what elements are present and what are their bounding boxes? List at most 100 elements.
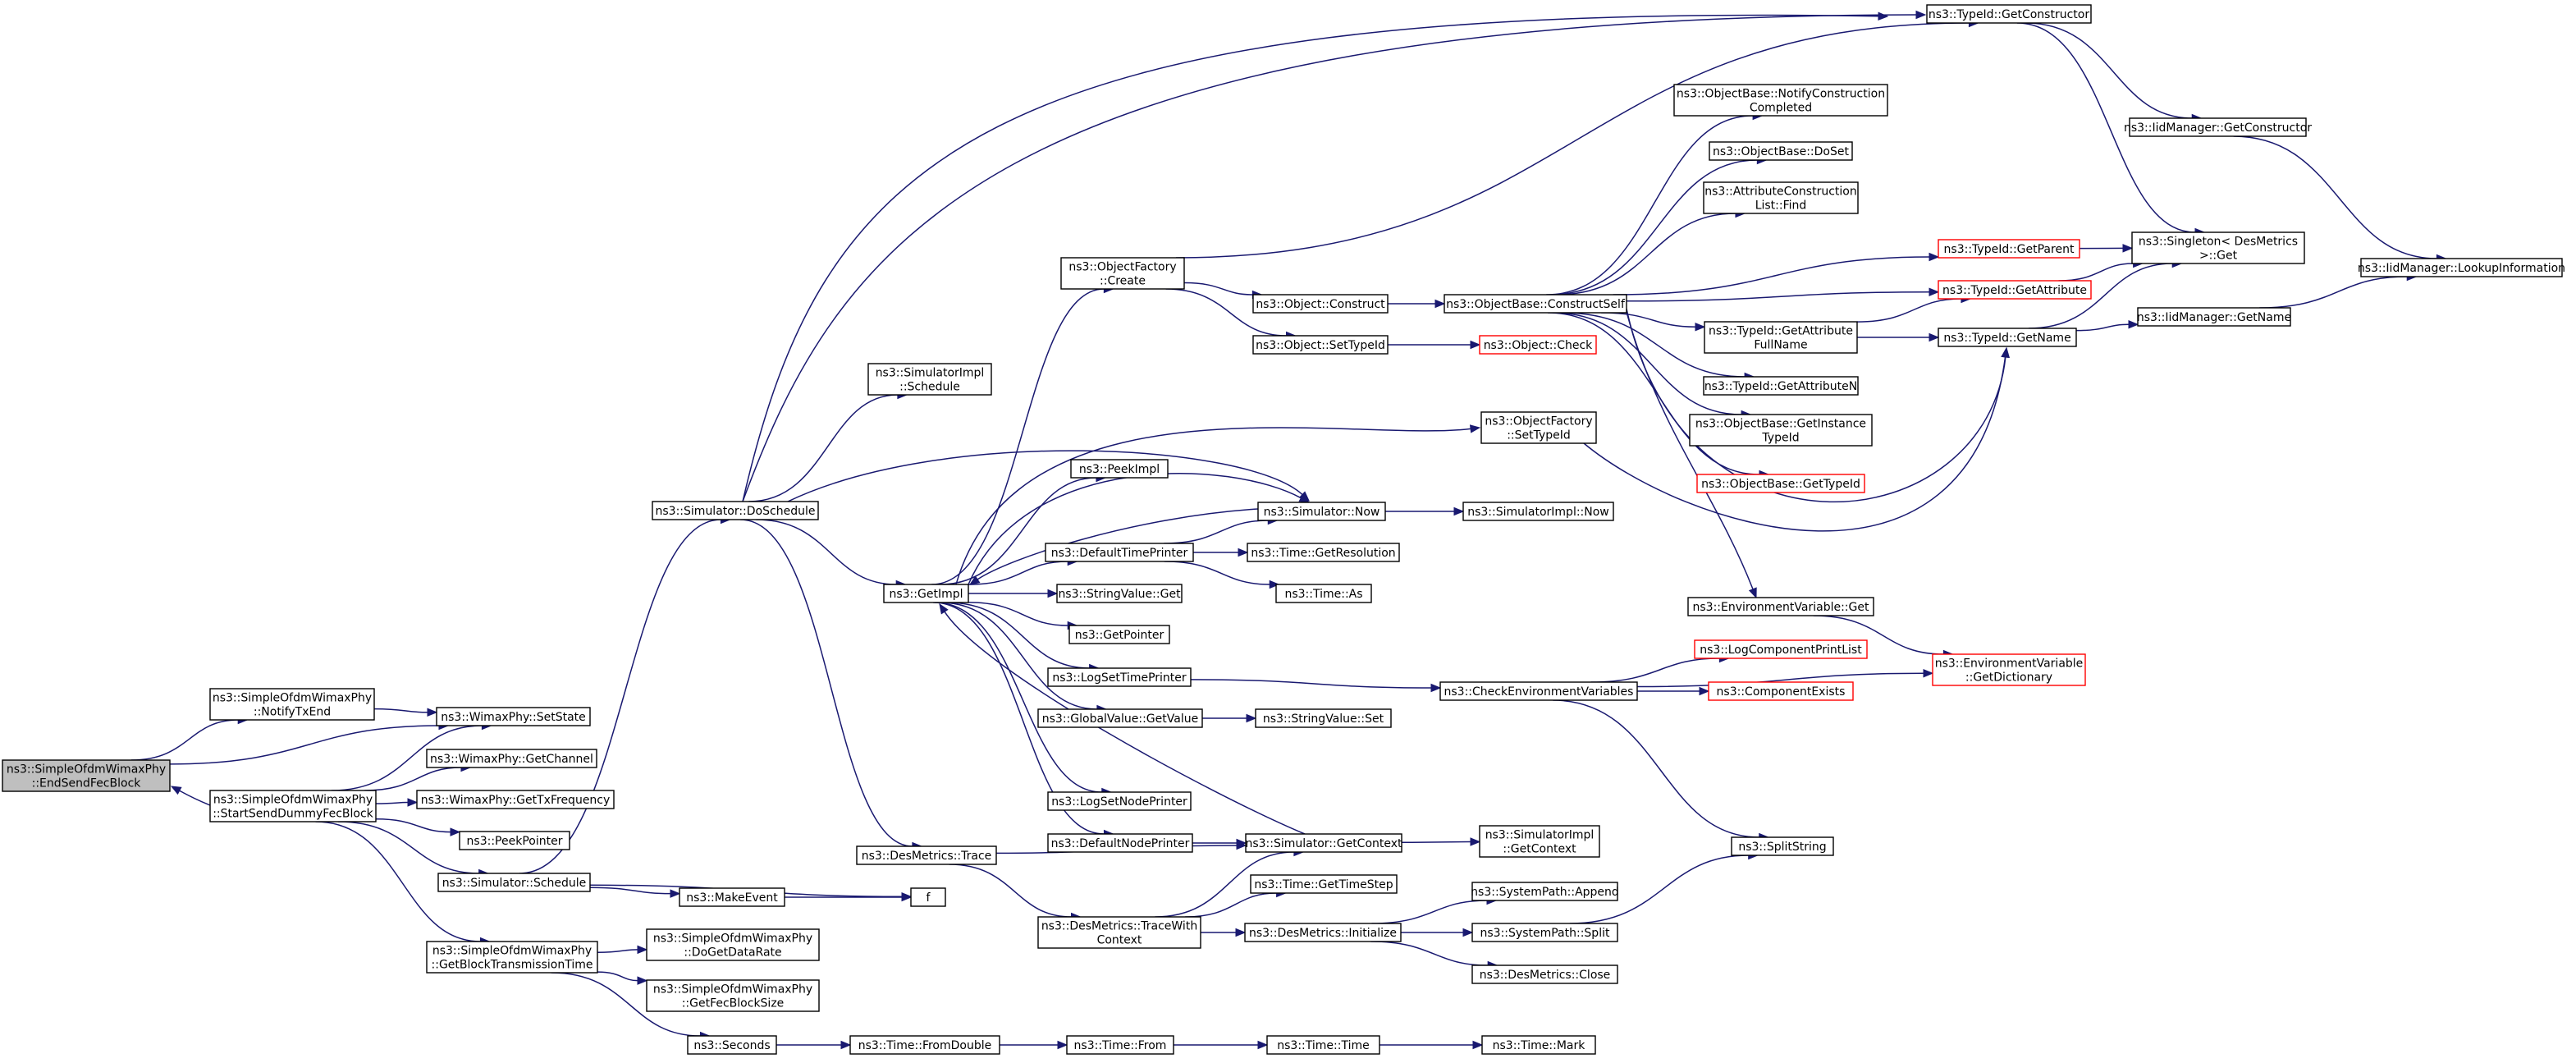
node-simimplnow[interactable]: ns3::SimulatorImpl::Now bbox=[1462, 502, 1614, 521]
node-dogetdatarate[interactable]: ns3::SimpleOfdmWimaxPhy::DoGetDataRate bbox=[646, 928, 820, 961]
node-typeidgetctor[interactable]: ns3::TypeId::GetConstructor bbox=[1926, 4, 2092, 24]
edge-simschedule-to-doschedule bbox=[519, 515, 731, 874]
edge-desinit-to-syspathsplit bbox=[1401, 928, 1474, 937]
node-label: ns3::TypeId::GetAttribute bbox=[1942, 284, 2087, 297]
node-f[interactable]: f bbox=[910, 887, 946, 907]
node-envgetdict[interactable]: ns3::EnvironmentVariable::GetDictionary bbox=[1932, 653, 2086, 686]
node-destrace[interactable]: ns3::DesMetrics::Trace bbox=[856, 845, 997, 865]
node-getattrn[interactable]: ns3::TypeId::GetAttributeN bbox=[1703, 376, 1859, 396]
node-doset[interactable]: ns3::ObjectBase::DoSet bbox=[1709, 141, 1853, 161]
node-simimplschedule[interactable]: ns3::SimulatorImpl::Schedule bbox=[867, 363, 992, 396]
node-getblocktx[interactable]: ns3::SimpleOfdmWimaxPhy::GetBlockTransmi… bbox=[426, 941, 598, 974]
node-constructself[interactable]: ns3::ObjectBase::ConstructSelf bbox=[1444, 294, 1627, 314]
node-notify[interactable]: ns3::SimpleOfdmWimaxPhy::NotifyTxEnd bbox=[209, 688, 375, 721]
node-objfactsettypeid[interactable]: ns3::ObjectFactory::SetTypeId bbox=[1480, 411, 1597, 444]
node-objconstruct[interactable]: ns3::Object::Construct bbox=[1252, 294, 1389, 314]
node-doschedule[interactable]: ns3::Simulator::DoSchedule bbox=[652, 501, 819, 520]
node-box bbox=[1481, 1035, 1596, 1055]
edge-arrowhead bbox=[1748, 587, 1757, 599]
node-box bbox=[459, 831, 570, 850]
node-seconds[interactable]: ns3::Seconds bbox=[687, 1035, 777, 1055]
node-objsettypeid[interactable]: ns3::Object::SetTypeId bbox=[1252, 335, 1389, 355]
edge-checkenv-to-splitstring bbox=[1553, 699, 1770, 842]
node-box bbox=[1275, 584, 1372, 603]
node-envget[interactable]: ns3::EnvironmentVariable::Get bbox=[1687, 597, 1874, 616]
node-logsettimeprinter[interactable]: ns3::LogSetTimePrinter bbox=[1047, 667, 1192, 687]
node-box bbox=[1037, 708, 1203, 728]
node-logsetnodeprinter[interactable]: ns3::LogSetNodePrinter bbox=[1047, 791, 1192, 811]
edge-getimpl-to-objfactsettypeid bbox=[955, 424, 1481, 585]
node-getfecblocksize[interactable]: ns3::SimpleOfdmWimaxPhy::GetFecBlockSize bbox=[646, 979, 820, 1012]
node-stringvalueset[interactable]: ns3::StringValue::Set bbox=[1255, 708, 1392, 728]
node-objcheck[interactable]: ns3::Object::Check bbox=[1479, 335, 1597, 355]
node-timetime[interactable]: ns3::Time::Time bbox=[1266, 1035, 1380, 1055]
edge-typeidgetparent-to-singleton bbox=[2079, 244, 2134, 253]
node-timefromdouble[interactable]: ns3::Time::FromDouble bbox=[849, 1035, 1000, 1055]
node-objbasegettypeid[interactable]: ns3::ObjectBase::GetTypeId bbox=[1696, 474, 1865, 493]
node-syspathsplit[interactable]: ns3::SystemPath::Split bbox=[1471, 923, 1618, 942]
node-typeidgetname[interactable]: ns3::TypeId::GetName bbox=[1938, 328, 2077, 347]
node-getimpl[interactable]: ns3::GetImpl bbox=[883, 584, 969, 603]
node-startsend[interactable]: ns3::SimpleOfdmWimaxPhy::StartSendDummyF… bbox=[209, 790, 377, 822]
node-gettxfreq[interactable]: ns3::WimaxPhy::GetTxFrequency bbox=[416, 790, 615, 809]
node-simimplgetctx[interactable]: ns3::SimulatorImpl::GetContext bbox=[1479, 825, 1600, 858]
node-timeas[interactable]: ns3::Time::As bbox=[1275, 584, 1372, 603]
node-peekpointer[interactable]: ns3::PeekPointer bbox=[459, 831, 570, 850]
node-compexists[interactable]: ns3::ComponentExists bbox=[1708, 681, 1854, 701]
node-simgetcontext[interactable]: ns3::Simulator::GetContext bbox=[1245, 833, 1402, 853]
node-label: ns3::AttributeConstruction bbox=[1704, 186, 1856, 199]
node-defnodeprinter[interactable]: ns3::DefaultNodePrinter bbox=[1047, 833, 1193, 853]
node-desinit[interactable]: ns3::DesMetrics::Initialize bbox=[1244, 923, 1402, 942]
node-iidmgrgetname[interactable]: ns3::IidManager::GetName bbox=[2137, 307, 2291, 327]
node-label: ns3::DefaultTimePrinter bbox=[1051, 547, 1188, 560]
node-label: ns3::SplitString bbox=[1738, 841, 1826, 854]
edge-line bbox=[968, 602, 1068, 626]
edge-line bbox=[2259, 276, 2408, 309]
node-makeevent[interactable]: ns3::MakeEvent bbox=[679, 887, 785, 907]
node-checkenv[interactable]: ns3::CheckEnvironmentVariables bbox=[1439, 681, 1638, 701]
edge-line bbox=[931, 288, 1105, 585]
node-timegettimestep[interactable]: ns3::Time::GetTimeStep bbox=[1250, 874, 1398, 894]
node-deftimeprinter[interactable]: ns3::DefaultTimePrinter bbox=[1045, 543, 1194, 562]
node-iidmgrlookup[interactable]: ns3::IidManager::LookupInformation bbox=[2358, 258, 2565, 277]
node-desclose[interactable]: ns3::DesMetrics::Close bbox=[1471, 964, 1618, 984]
node-iidmgrgetctor[interactable]: ns3::IidManager::GetConstructor bbox=[2124, 117, 2312, 137]
node-box bbox=[2137, 307, 2291, 327]
node-peekimpl[interactable]: ns3::PeekImpl bbox=[1070, 459, 1169, 479]
node-simschedule[interactable]: ns3::Simulator::Schedule bbox=[437, 873, 591, 892]
node-label: ns3::ObjectFactory bbox=[1068, 261, 1176, 274]
edge-arrowhead bbox=[450, 827, 461, 836]
node-typeidgetattr[interactable]: ns3::TypeId::GetAttribute bbox=[1938, 280, 2092, 300]
node-box bbox=[652, 501, 819, 520]
node-label: ns3::GlobalValue::GetValue bbox=[1042, 712, 1198, 726]
node-getchannel[interactable]: ns3::WimaxPhy::GetChannel bbox=[426, 749, 597, 768]
node-setstate[interactable]: ns3::WimaxPhy::SetState bbox=[436, 707, 591, 726]
node-label: ns3::Simulator::DoSchedule bbox=[656, 505, 816, 518]
edge-defnodeprinter-to-simgetcontext bbox=[1192, 838, 1247, 848]
node-objfactcreate[interactable]: ns3::ObjectFactory::Create bbox=[1060, 257, 1185, 290]
node-timemark[interactable]: ns3::Time::Mark bbox=[1481, 1035, 1596, 1055]
node-getpointer[interactable]: ns3::GetPointer bbox=[1068, 625, 1170, 644]
node-label: ns3::ObjectFactory bbox=[1485, 415, 1592, 428]
node-logcomplist[interactable]: ns3::LogComponentPrintList bbox=[1694, 639, 1868, 659]
node-syspathappend[interactable]: ns3::SystemPath::Append bbox=[1471, 882, 1619, 901]
edge-arrowhead bbox=[1929, 332, 1940, 342]
node-simnow[interactable]: ns3::Simulator::Now bbox=[1257, 502, 1386, 521]
node-singleton[interactable]: ns3::Singleton< DesMetrics>::Get bbox=[2131, 231, 2305, 264]
node-timegetres[interactable]: ns3::Time::GetResolution bbox=[1247, 543, 1400, 562]
node-notifyconstr[interactable]: ns3::ObjectBase::NotifyConstructionCompl… bbox=[1673, 84, 1888, 117]
node-box bbox=[1245, 833, 1402, 853]
node-typeidgetparent[interactable]: ns3::TypeId::GetParent bbox=[1938, 239, 2080, 259]
edge-typeidgetattr-to-singleton bbox=[2058, 259, 2144, 282]
edge-arrowhead bbox=[1469, 424, 1481, 433]
node-stringvalueget[interactable]: ns3::StringValue::Get bbox=[1056, 584, 1183, 603]
node-box bbox=[1938, 328, 2077, 347]
edge-arrowhead bbox=[170, 786, 182, 795]
node-timefrom[interactable]: ns3::Time::From bbox=[1066, 1035, 1174, 1055]
node-globalvalueget[interactable]: ns3::GlobalValue::GetValue bbox=[1037, 708, 1203, 728]
node-splitstring[interactable]: ns3::SplitString bbox=[1731, 836, 1834, 856]
